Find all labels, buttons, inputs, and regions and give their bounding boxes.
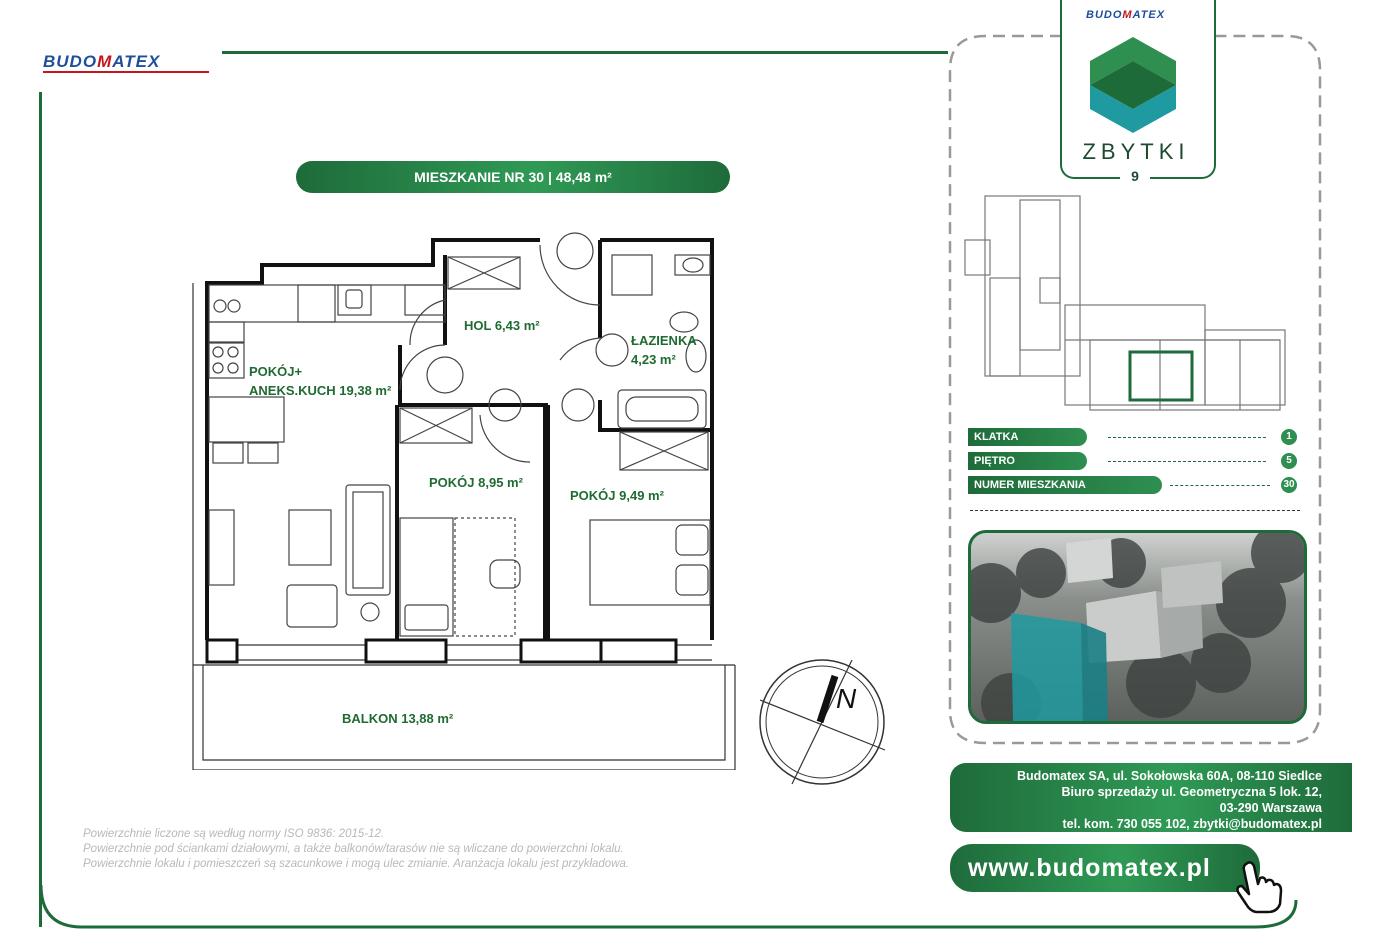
- note-line-3: Powierzchnie lokalu i pomieszczeń są sza…: [83, 858, 630, 870]
- room-label-pokoj-a: POKÓJ 8,95 m²: [429, 475, 523, 490]
- note-line-1: Powierzchnie liczone są według normy ISO…: [83, 828, 385, 840]
- room-label-pokoj-kuch: POKÓJ+: [249, 364, 303, 379]
- info-separator: [970, 510, 1300, 511]
- project-badge-logo: BUDOMATEX: [1086, 9, 1165, 21]
- contact-line-4: tel. kom. 730 055 102, zbytki@budomatex.…: [1062, 817, 1322, 831]
- info-dash: [1170, 485, 1270, 486]
- info-label-numer: NUMER MIESZKANIA: [968, 476, 1162, 494]
- logo-underline: [43, 71, 209, 73]
- contact-bar: Budomatex SA, ul. Sokołowska 60A, 08-110…: [950, 763, 1352, 832]
- info-dash: [1108, 437, 1266, 438]
- website-link[interactable]: www.budomatex.pl: [950, 844, 1260, 892]
- logo-text-left: BUDO: [43, 52, 98, 71]
- badge-logo-right: ATEX: [1132, 9, 1166, 21]
- zbytki-logo-icon: [1090, 37, 1176, 133]
- top-frame-line: [222, 51, 948, 54]
- building-key-plan: [964, 195, 1286, 411]
- room-label-lazienka: ŁAZIENKA: [631, 333, 697, 348]
- apartment-title: MIESZKANIE NR 30 | 48,48 m²: [414, 169, 612, 185]
- room-label-pokoj-kuch-area: ANEKS.KUCH 19,38 m²: [249, 383, 392, 398]
- area-notes: Powierzchnie liczone są według normy ISO…: [83, 827, 783, 872]
- logo-text-m: M: [97, 52, 113, 71]
- badge-logo-m: M: [1122, 9, 1133, 21]
- info-dash: [1108, 461, 1266, 462]
- room-label-balkon: BALKON 13,88 m²: [342, 711, 454, 726]
- aerial-photo-illustration: [971, 533, 1304, 721]
- info-value-numer: 30: [1281, 477, 1297, 493]
- compass-icon: [759, 659, 886, 785]
- contact-line-2: Biuro sprzedaży ul. Geometryczna 5 lok. …: [1061, 785, 1322, 799]
- floor-plan: [192, 232, 736, 770]
- info-label-klatka: KLATKA: [968, 428, 1087, 446]
- info-label-pietro: PIĘTRO: [968, 452, 1087, 470]
- logo-text-right: ATEX: [112, 52, 161, 71]
- room-label-lazienka-area: 4,23 m²: [631, 352, 676, 367]
- left-frame-line: [39, 92, 42, 927]
- brand-logo: BUDOMATEX: [43, 52, 160, 72]
- apartment-title-bar: MIESZKANIE NR 30 | 48,48 m²: [296, 161, 730, 193]
- room-label-pokoj-b: POKÓJ 9,49 m²: [570, 488, 664, 503]
- compass-north-label: N: [836, 683, 857, 714]
- project-name: ZBYTKI: [1082, 139, 1190, 164]
- contact-line-3: 03-290 Warszawa: [1219, 801, 1322, 815]
- badge-logo-left: BUDO: [1086, 9, 1123, 21]
- project-number: 9: [1120, 168, 1150, 186]
- aerial-photo: [968, 530, 1307, 724]
- website-url: www.budomatex.pl: [968, 854, 1211, 882]
- right-panel-frame: [948, 34, 1322, 745]
- room-label-hol: HOL 6,43 m²: [464, 318, 540, 333]
- info-value-pietro: 5: [1281, 453, 1297, 469]
- hand-cursor-icon: [1236, 861, 1283, 914]
- contact-line-1: Budomatex SA, ul. Sokołowska 60A, 08-110…: [1017, 769, 1322, 783]
- info-value-klatka: 1: [1281, 429, 1297, 445]
- note-line-2: Powierzchnie pod ściankami działowymi, a…: [83, 843, 624, 855]
